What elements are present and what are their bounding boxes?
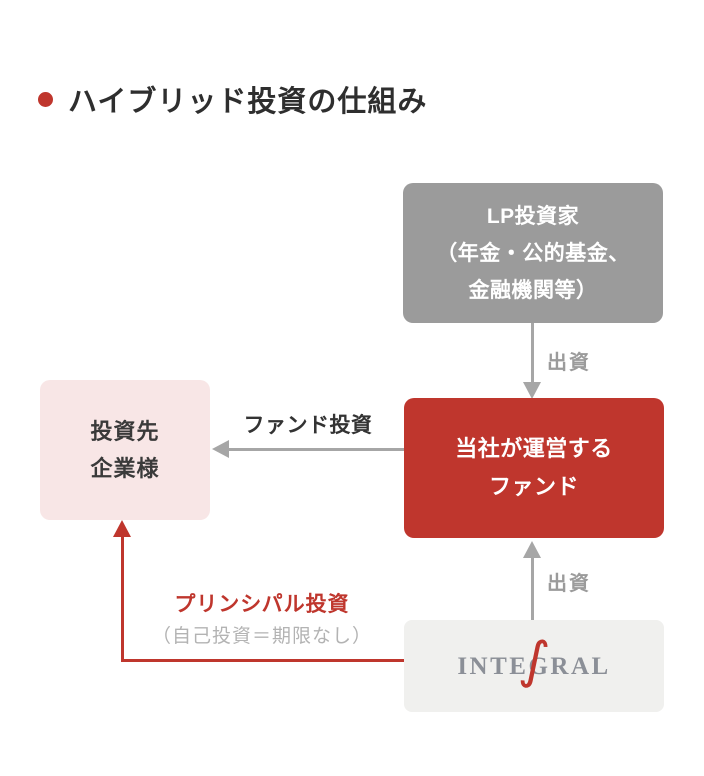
page-title: ハイブリッド投資の仕組み: [68, 86, 428, 118]
integral-to-fund-arrow-label: 出資: [547, 573, 591, 595]
integral-logo: INTEGRAL ∫: [457, 629, 611, 693]
lp-to-fund-arrow-label: 出資: [547, 352, 591, 374]
integral-logo-mark-icon: ∫: [516, 628, 556, 693]
portfolio-company-line2: 企業様: [90, 456, 160, 481]
page-title-row: ハイブリッド投資の仕組み: [38, 78, 427, 120]
principal-investment-arrow-vertical-line: [121, 536, 124, 662]
lp-investors-line1: LP投資家: [486, 204, 580, 228]
principal-investment-label: プリンシパル投資: [174, 593, 350, 616]
lp-to-fund-arrowhead-icon: [523, 382, 541, 399]
lp-investors-line3: 金融機関等）: [468, 278, 598, 302]
portfolio-company-line1: 投資先: [90, 419, 160, 444]
company-fund-line2: ファンド: [488, 474, 579, 499]
integral-to-fund-arrow-line: [531, 558, 534, 620]
lp-investors-line2: （年金・公的基金、: [436, 241, 630, 265]
integral-company-box: INTEGRAL ∫: [404, 620, 664, 712]
lp-to-fund-arrow-line: [531, 323, 534, 383]
principal-investment-note: （自己投資＝期限なし）: [151, 626, 372, 647]
lp-investors-box: LP投資家 （年金・公的基金、 金融機関等）: [403, 183, 663, 323]
portfolio-company-box: 投資先 企業様: [40, 380, 210, 520]
principal-investment-arrowhead-icon: [113, 520, 131, 537]
fund-investment-label: ファンド投資: [243, 414, 373, 437]
company-fund-box: 当社が運営する ファンド: [404, 398, 664, 538]
title-bullet-icon: [38, 91, 53, 107]
company-fund-line1: 当社が運営する: [455, 436, 613, 461]
integral-to-fund-arrowhead-icon: [523, 541, 541, 558]
principal-investment-arrow-horizontal-line: [121, 659, 404, 662]
fund-to-portfolio-arrow-line: [228, 448, 404, 451]
integral-logo-text: INTEGRAL: [457, 652, 611, 680]
fund-to-portfolio-arrowhead-icon: [212, 440, 229, 458]
